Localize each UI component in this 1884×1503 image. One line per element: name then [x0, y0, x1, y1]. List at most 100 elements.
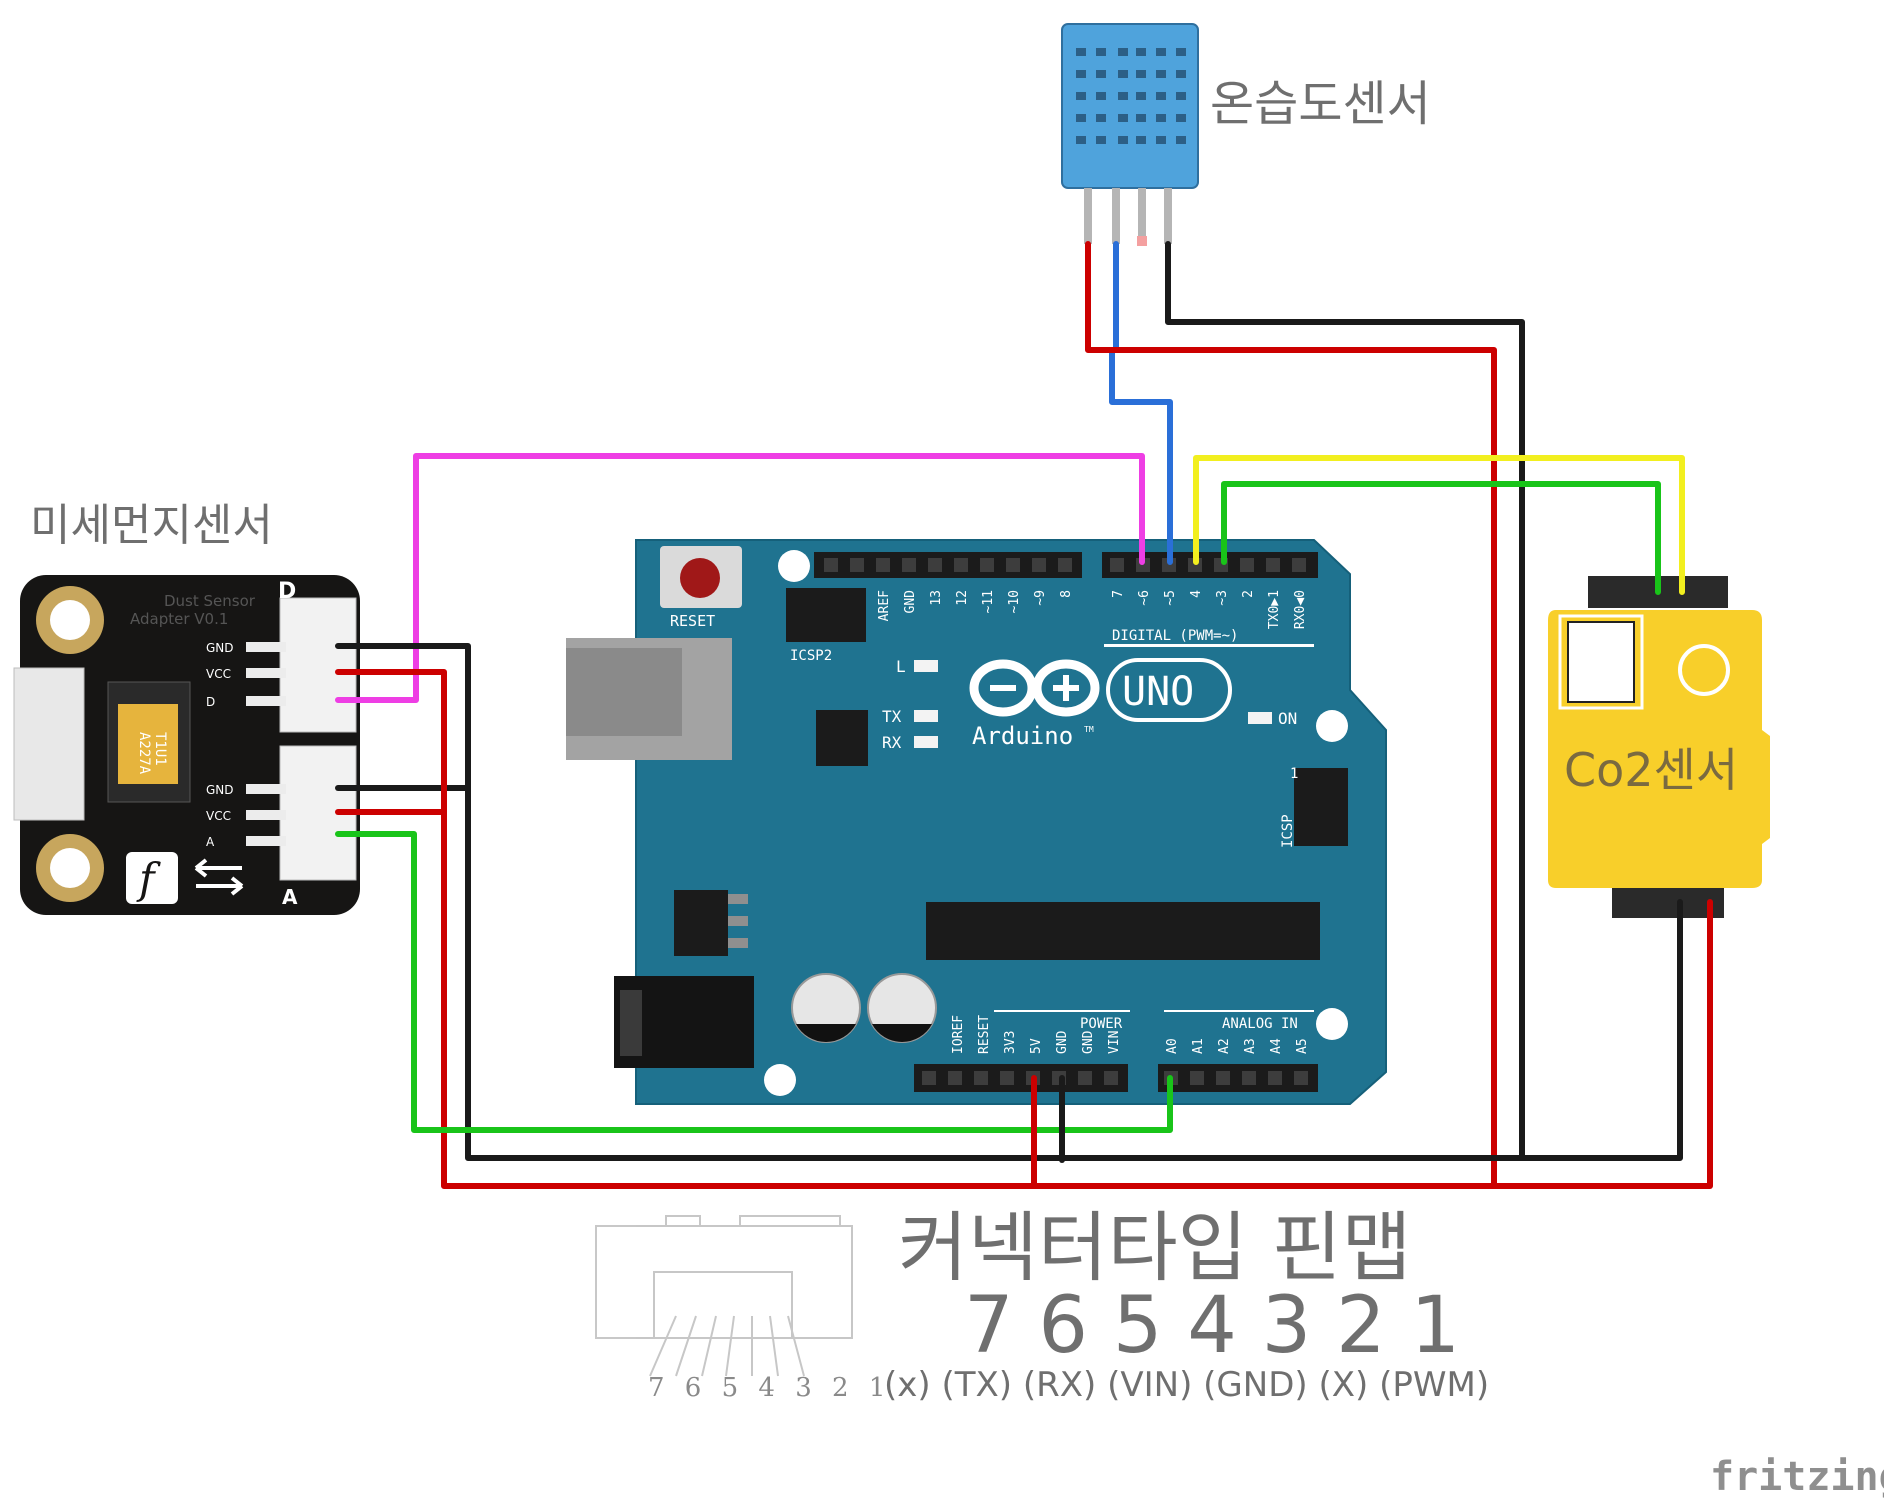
wire-dust-d — [335, 453, 1145, 703]
led-tx — [914, 710, 938, 722]
pin-label-6: ~6 — [1137, 590, 1152, 606]
pin-label-12: 12 — [955, 590, 970, 606]
dust-pin-gnd-1: GND — [206, 641, 234, 655]
dust-sensor-side-connector — [13, 667, 85, 821]
pin-label-vin: VIN — [1107, 1031, 1122, 1054]
wire-co2-yellow — [1193, 455, 1685, 595]
dust-sensor-title-1: Dust Sensor — [164, 592, 256, 610]
pinmap-numbers: 7 6 5 4 3 2 1 — [964, 1281, 1460, 1371]
dust-port-a-label: A — [282, 885, 298, 909]
pin-label-10: ~10 — [1007, 590, 1022, 613]
led-rx-label: RX — [882, 733, 902, 752]
icsp-label: ICSP — [1280, 814, 1296, 848]
dust-connector-d — [279, 597, 357, 733]
arduino-uno: RESET ICSP2 AREF GND 13 12 ~11 ~10 ~9 8 … — [566, 539, 1387, 1105]
pinmap-functions: (x) (TX) (RX) (VIN) (GND) (X) (PWM) — [884, 1365, 1489, 1405]
dust-pin-d: D — [206, 695, 215, 709]
led-rx — [914, 736, 938, 748]
dust-pin-a: A — [206, 835, 215, 849]
co2-sensor-label: Co2센서 — [1564, 743, 1738, 797]
dust-sensor-board: A227A T1U1 Dust Sensor Adapter V0.1 D A … — [13, 500, 360, 915]
dust-pin-vcc-1: VCC — [206, 667, 231, 681]
connector-small-numbers: 7 6 5 4 3 2 1 — [648, 1373, 891, 1403]
dust-port-d-label: D — [278, 579, 296, 604]
wires — [335, 241, 1713, 1189]
swap-arrows-icon — [194, 858, 244, 896]
pin-label-rx: RX0◀0 — [1293, 590, 1308, 629]
arduino-brand: Arduino — [972, 722, 1073, 750]
dust-pin-gnd-2: GND — [206, 783, 234, 797]
analog-header — [1158, 1064, 1318, 1092]
dfrobot-logo — [126, 852, 178, 904]
reset-label: RESET — [670, 612, 715, 630]
pin-label-3v3: 3V3 — [1003, 1031, 1018, 1054]
digital-header-right — [1102, 552, 1318, 578]
atmega-chip — [926, 902, 1320, 960]
pin-label-a5: A5 — [1295, 1038, 1310, 1054]
pin-label-4: 4 — [1189, 590, 1204, 598]
led-on-label: ON — [1278, 709, 1297, 728]
led-tx-label: TX — [882, 707, 902, 726]
co2-header-bottom — [1612, 888, 1724, 918]
pin-label-a2: A2 — [1217, 1038, 1232, 1054]
wire-dht-vcc — [1085, 241, 1497, 1187]
pin-label-gnd2: GND — [1081, 1030, 1096, 1054]
led-on — [1248, 712, 1272, 724]
pin-label-gnd1: GND — [1055, 1030, 1070, 1054]
humidity-sensor-legs — [1084, 188, 1172, 244]
dust-sensor-chip: A227A — [136, 732, 152, 775]
icsp2-header — [786, 588, 866, 642]
pin-label-a3: A3 — [1243, 1038, 1258, 1054]
wire-dust-gnd — [335, 643, 1683, 1161]
power-header — [914, 1064, 1128, 1092]
connector-drawing — [595, 1215, 853, 1377]
analog-in-label: ANALOG IN — [1222, 1016, 1298, 1032]
wire-dust-analog — [335, 831, 1173, 1133]
pin-label-9: ~9 — [1033, 590, 1048, 606]
pin-label-7: 7 — [1111, 590, 1126, 598]
pin-label-3: ~3 — [1215, 590, 1230, 606]
led-l-label: L — [896, 657, 906, 676]
wire-co2-green — [1221, 481, 1661, 595]
arduino-tm: TM — [1084, 725, 1094, 734]
wire-dht-data — [1109, 241, 1173, 565]
pin-label-a1: A1 — [1191, 1038, 1206, 1054]
dust-sensor-label: 미세먼지센서 — [30, 500, 273, 551]
arduino-logo-icon — [969, 659, 1100, 717]
uno-label: UNO — [1122, 669, 1194, 715]
humidity-sensor-grid — [1076, 48, 1186, 144]
digital-label: DIGITAL (PWM=~) — [1112, 628, 1238, 644]
icsp-header — [1294, 768, 1348, 846]
co2-sensor: Co2센서 — [1548, 576, 1770, 918]
icsp-pin1-label: 1 — [1290, 766, 1298, 782]
usb-chip — [816, 710, 868, 766]
humidity-sensor: 온습도센서 — [1061, 23, 1431, 246]
wire-dust-vcc — [335, 669, 1713, 1189]
fritzing-watermark: fritzing — [1710, 1454, 1884, 1500]
pin-label-ioref: IOREF — [951, 1015, 966, 1054]
wire-dht-gnd — [1165, 241, 1525, 1161]
pin-label-13: 13 — [929, 590, 944, 606]
pin-label-8: 8 — [1059, 590, 1074, 598]
pin-label-11: ~11 — [981, 590, 996, 613]
pin-label-5v: 5V — [1029, 1038, 1044, 1054]
dust-sensor-title-2: Adapter V0.1 — [130, 610, 228, 628]
power-label: POWER — [1080, 1016, 1123, 1032]
pin-label-2: 2 — [1241, 590, 1256, 598]
connector-pinmap: 7 6 5 4 3 2 1 커넥터타입 핀맵 7 6 5 4 3 2 1 (x)… — [595, 1203, 1489, 1405]
pin-label-a4: A4 — [1269, 1038, 1284, 1054]
uno-badge — [1106, 658, 1232, 722]
pin-label-reset: RESET — [977, 1015, 992, 1054]
pinmap-title: 커넥터타입 핀맵 — [898, 1203, 1412, 1292]
voltage-regulator — [674, 890, 728, 956]
humidity-sensor-label: 온습도센서 — [1210, 76, 1431, 132]
dust-sensor-capacitor — [118, 704, 178, 784]
pin-label-tx: TX0▶1 — [1267, 590, 1282, 629]
dust-pin-vcc-2: VCC — [206, 809, 231, 823]
pin-label-gnd: GND — [903, 590, 918, 614]
icsp2-label: ICSP2 — [790, 648, 832, 664]
pin-label-5: ~5 — [1163, 590, 1178, 606]
pin-label-a0: A0 — [1165, 1038, 1180, 1054]
led-l — [914, 660, 938, 672]
